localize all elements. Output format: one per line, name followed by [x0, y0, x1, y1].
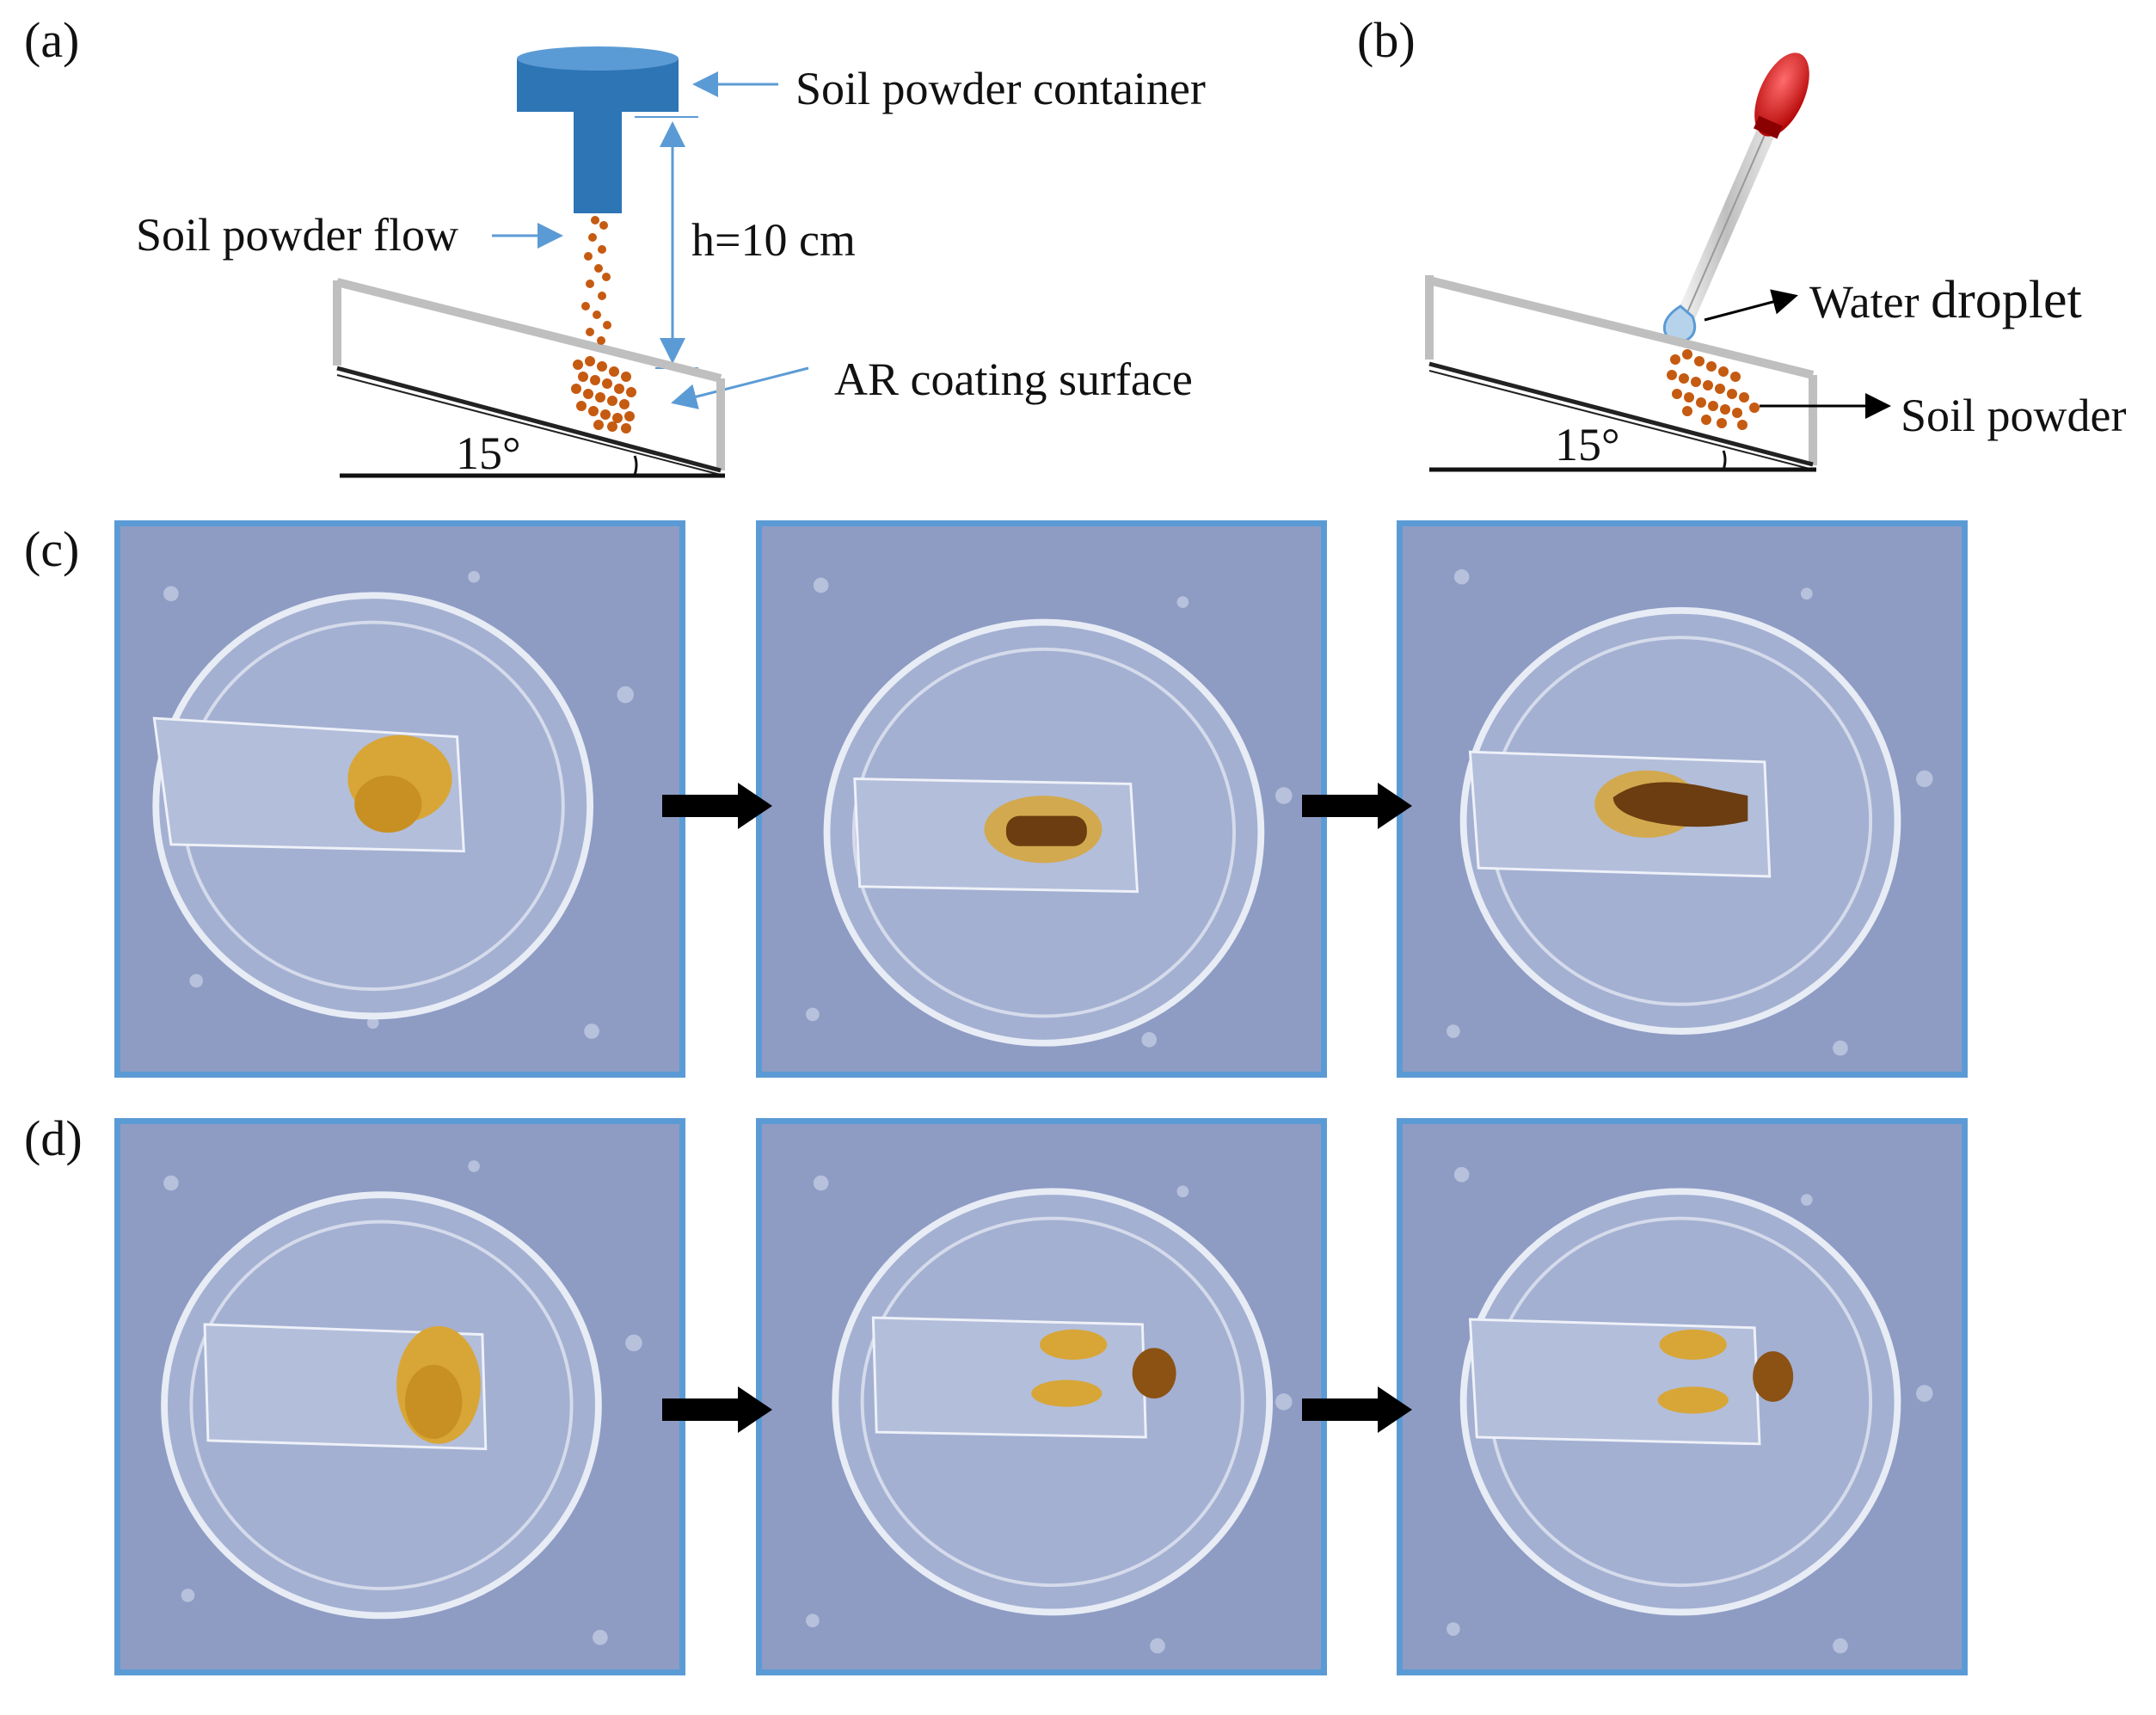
flow-label: Soil powder flow: [136, 209, 458, 261]
photo-c-1: [114, 520, 685, 1078]
height-label: h=10 cm: [691, 214, 856, 266]
droplet-label: Water droplet: [1809, 274, 2082, 327]
panel-d-label: (d): [24, 1110, 83, 1166]
angle-label-b: 15°: [1555, 419, 1620, 470]
process-arrow-icon: [1302, 1386, 1412, 1433]
droplet-label-suffix: droplet: [1931, 271, 2082, 329]
process-arrow-icon: [662, 783, 772, 829]
photo-c-2: [756, 520, 1327, 1078]
panel-b-label: (b): [1357, 12, 1416, 68]
angle-label-a: 15°: [456, 427, 521, 479]
panel-c-label: (c): [24, 521, 80, 577]
photo-d-2: [756, 1118, 1327, 1675]
ar-coating-surface: [333, 278, 725, 470]
panel-a-diagram: [333, 46, 809, 478]
panel-a-label: (a): [24, 12, 80, 68]
photo-c-3: [1397, 520, 1968, 1078]
process-arrow-icon: [1302, 783, 1412, 829]
process-arrow-icon: [662, 1386, 772, 1433]
droplet-label-prefix: Water: [1809, 276, 1920, 328]
photo-d-3: [1397, 1118, 1968, 1675]
photo-d-1: [114, 1118, 685, 1675]
powder-label: Soil powder: [1901, 390, 2127, 441]
panel-b-diagram: [1425, 52, 1891, 472]
schematic-diagrams: [333, 46, 1891, 478]
dropper-icon: [1676, 52, 1809, 326]
soil-container-icon: [517, 46, 679, 213]
container-label: Soil powder container: [795, 63, 1206, 114]
soil-particle-icon: [571, 216, 636, 433]
surface-label: AR coating surface: [834, 353, 1193, 405]
